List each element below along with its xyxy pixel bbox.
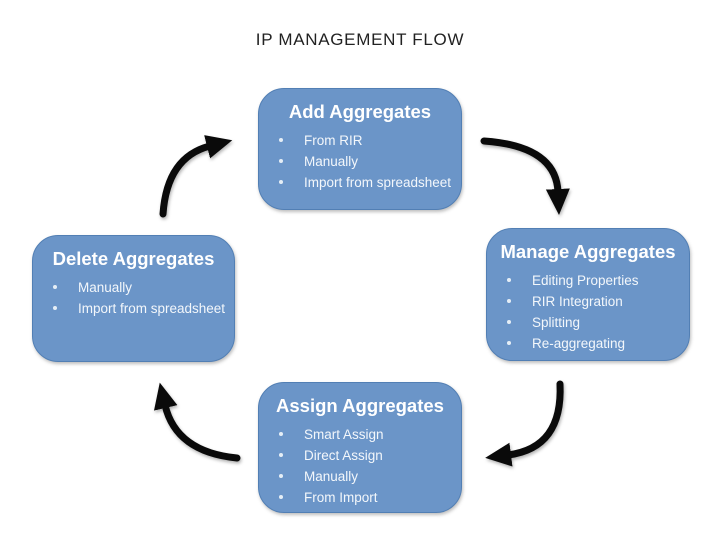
node-item: From Import — [259, 487, 461, 508]
bullet-icon — [53, 285, 57, 289]
node-item-label: Import from spreadsheet — [304, 175, 452, 190]
node-item: Manually — [33, 277, 234, 298]
bullet-icon — [53, 306, 57, 310]
node-item-label: Import from spreadsheet — [78, 301, 226, 316]
node-item: Import from spreadsheet — [33, 298, 234, 319]
bullet-icon — [279, 495, 283, 499]
node-manage-aggregates: Manage Aggregates Editing Properties RIR… — [486, 228, 690, 361]
bullet-icon — [507, 299, 511, 303]
node-item: RIR Integration — [487, 291, 689, 312]
node-item-label: Manually — [304, 154, 359, 169]
node-item: Manually — [259, 151, 461, 172]
bullet-icon — [279, 474, 283, 478]
arrow-add-to-manage — [480, 137, 570, 215]
arrow-assign-to-delete — [154, 382, 241, 462]
bullet-icon — [507, 278, 511, 282]
node-item-list: From RIR Manually Import from spreadshee… — [259, 130, 461, 193]
node-add-aggregates: Add Aggregates From RIR Manually Import … — [258, 88, 462, 210]
bullet-icon — [279, 180, 283, 184]
bullet-icon — [279, 159, 283, 163]
bullet-icon — [279, 453, 283, 457]
arrow-delete-to-add — [159, 135, 233, 218]
node-title: Delete Aggregates — [52, 248, 215, 269]
node-item-label: Re-aggregating — [532, 336, 626, 351]
node-item: Direct Assign — [259, 445, 461, 466]
node-item: Smart Assign — [259, 424, 461, 445]
bullet-icon — [507, 341, 511, 345]
node-item: From RIR — [259, 130, 461, 151]
node-title: Assign Aggregates — [276, 395, 444, 416]
node-item-label: Manually — [304, 469, 359, 484]
node-item-label: Splitting — [532, 315, 581, 330]
node-item-label: From Import — [304, 490, 378, 505]
node-item-list: Editing Properties RIR Integration Split… — [487, 270, 689, 354]
node-item-label: Direct Assign — [304, 448, 383, 463]
node-title: Manage Aggregates — [500, 241, 676, 262]
node-item-list: Smart Assign Direct Assign Manually From… — [259, 424, 461, 508]
node-delete-aggregates: Delete Aggregates Manually Import from s… — [32, 235, 235, 362]
node-item-label: Editing Properties — [532, 273, 639, 288]
node-item-label: RIR Integration — [532, 294, 623, 309]
node-item: Import from spreadsheet — [259, 172, 461, 193]
node-item-list: Manually Import from spreadsheet — [33, 277, 234, 319]
node-assign-aggregates: Assign Aggregates Smart Assign Direct As… — [258, 382, 462, 513]
node-item-label: From RIR — [304, 133, 363, 148]
node-item: Re-aggregating — [487, 333, 689, 354]
page-title: IP MANAGEMENT FLOW — [255, 30, 465, 49]
node-item: Splitting — [487, 312, 689, 333]
bullet-icon — [279, 432, 283, 436]
bullet-icon — [279, 138, 283, 142]
bullet-icon — [507, 320, 511, 324]
node-item: Editing Properties — [487, 270, 689, 291]
node-item-label: Manually — [78, 280, 133, 295]
node-item-label: Smart Assign — [304, 427, 384, 442]
node-item: Manually — [259, 466, 461, 487]
arrow-manage-to-assign — [485, 380, 564, 467]
node-title: Add Aggregates — [288, 101, 432, 122]
